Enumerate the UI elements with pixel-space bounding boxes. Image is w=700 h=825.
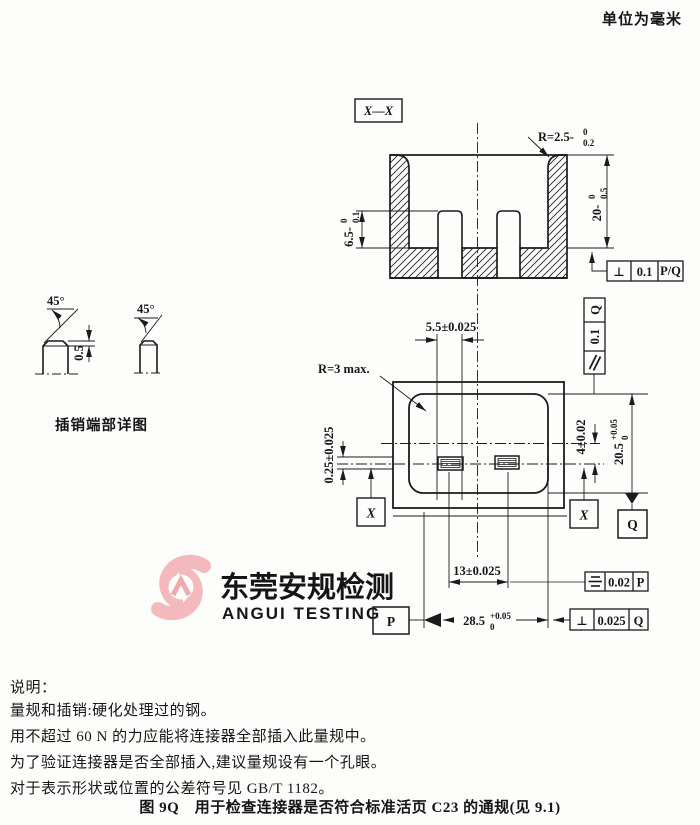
pin-slot-right xyxy=(494,455,520,470)
datum-box-p: P xyxy=(372,606,410,635)
technical-drawing: 东莞安规检测 ANGUI TESTING X—X 6.5- 0 0.1 xyxy=(35,98,684,635)
svg-text:+0.05: +0.05 xyxy=(609,419,619,440)
svg-text:Q: Q xyxy=(627,517,638,532)
section-marker-right: X xyxy=(569,468,599,529)
dim-pin-spacing-label: 13±0.025 xyxy=(453,564,501,578)
dim-slot-width-label: 5.5±0.025 xyxy=(426,320,477,334)
svg-text:P: P xyxy=(387,614,395,629)
dim-pin-line-label: 4±0.02 xyxy=(574,420,588,455)
perpendicularity-symbol: ⊥ xyxy=(614,265,625,279)
figure-caption: 图 9Q 用于检查连接器是否符合标准活页 C23 的通规(见 9.1) xyxy=(139,800,561,816)
dim-offset-label: 0.25±0.025 xyxy=(322,427,336,484)
corner-radius-label: R=3 max. xyxy=(318,362,370,376)
dim-slot-width: 5.5±0.025 xyxy=(415,320,484,500)
note-line: 对于表示形状或位置的公差符号见 GB/T 1182。 xyxy=(10,781,334,797)
svg-text:0.2: 0.2 xyxy=(583,138,595,148)
dim-offset xyxy=(337,441,393,485)
dim-cavity-height xyxy=(625,394,639,510)
chamfer-height-label: 0.5 xyxy=(72,345,86,361)
watermark: 东莞安规检测 ANGUI TESTING xyxy=(151,554,394,623)
svg-text:0: 0 xyxy=(490,622,495,632)
pin-slot-left xyxy=(437,456,464,471)
datum-triangle-p xyxy=(424,613,441,627)
datum-box-q: Q xyxy=(617,509,648,539)
tolerance-frame-parallel: Q 0.1 xyxy=(583,297,606,394)
svg-text:Q: Q xyxy=(589,305,603,315)
svg-text:Q: Q xyxy=(634,614,644,628)
pin-right-section xyxy=(496,210,521,248)
svg-text:X: X xyxy=(365,506,376,521)
angle-left-label: 45° xyxy=(47,294,65,308)
unit-label: 单位为毫米 xyxy=(601,11,682,28)
note-line: 为了验证连接器是否全部插入,建议量规设有一个孔眼。 xyxy=(10,755,387,771)
pin-detail-label: 插销端部详图 xyxy=(55,416,148,434)
note-line: 量规和插销:硬化处理过的钢。 xyxy=(10,703,217,719)
plan-view: 5.5±0.025 R=3 max. 0.25±0.025 Q 0.1 xyxy=(318,297,649,635)
angui-logo-icon xyxy=(151,554,211,621)
dim-pin-spacing: 13±0.025 xyxy=(448,472,585,588)
svg-text:0: 0 xyxy=(339,218,349,223)
svg-text:P/Q: P/Q xyxy=(660,264,681,278)
radius-leader xyxy=(527,136,550,158)
gauge-right-wall xyxy=(519,154,568,279)
svg-text:0: 0 xyxy=(620,435,630,440)
datum-triangle-q xyxy=(625,493,639,504)
perpendicularity-symbol-2: ⊥ xyxy=(577,614,588,628)
gauge-left-wall xyxy=(389,154,439,279)
dim-pin-height xyxy=(356,210,438,249)
watermark-en: ANGUI TESTING xyxy=(222,604,381,623)
section-marker-left: X xyxy=(356,468,386,527)
svg-text:0: 0 xyxy=(587,194,597,199)
dim-depth-label: 20- xyxy=(590,205,604,222)
svg-text:0.5: 0.5 xyxy=(599,187,609,199)
pin-left-section xyxy=(437,210,463,248)
dim-pin-height-label: 6.5- xyxy=(342,227,356,247)
svg-text:0.1: 0.1 xyxy=(351,211,361,223)
svg-text:0.02: 0.02 xyxy=(608,576,630,590)
dim-cavity-width xyxy=(409,472,549,628)
note-line: 用不超过 60 N 的力应能将连接器全部插入此量规中。 xyxy=(10,729,376,745)
symmetry-symbol xyxy=(588,576,602,587)
tolerance-frame-symmetry: 0.02 P xyxy=(584,571,649,592)
section-label-box xyxy=(354,98,403,123)
gauge-outline-plan xyxy=(392,381,565,509)
tolerance-frame-perpendicular-bottom: ⊥ 0.025 Q xyxy=(553,608,649,631)
notes-heading: 说明： xyxy=(10,680,57,696)
parallelism-symbol xyxy=(588,354,602,371)
dim-cavity-height-label: 20.5 xyxy=(612,443,626,465)
svg-text:X: X xyxy=(578,508,589,523)
svg-text:P: P xyxy=(637,576,645,590)
svg-text:+0.05: +0.05 xyxy=(490,611,511,621)
angle-right-label: 45° xyxy=(137,302,155,316)
dim-radius-label: R=2.5- xyxy=(538,130,574,144)
pin-detail-view: 45° 0.5 45° 插销端部详图 xyxy=(35,294,163,434)
dim-cavity-width-label: 28.5 xyxy=(463,614,485,628)
gauge-floor-middle xyxy=(461,247,498,279)
svg-text:0.1: 0.1 xyxy=(588,329,602,345)
svg-text:0: 0 xyxy=(583,127,588,137)
watermark-cn: 东莞安规检测 xyxy=(220,570,394,604)
svg-text:0.1: 0.1 xyxy=(637,265,653,279)
dim-depth xyxy=(567,154,614,249)
section-label: X—X xyxy=(363,104,394,118)
tolerance-frame-perpendicular-top: ⊥ 0.1 P/Q xyxy=(589,252,684,282)
svg-text:0.025: 0.025 xyxy=(597,614,625,628)
section-view: X—X 6.5- 0 0.1 20- 0 xyxy=(339,98,684,560)
